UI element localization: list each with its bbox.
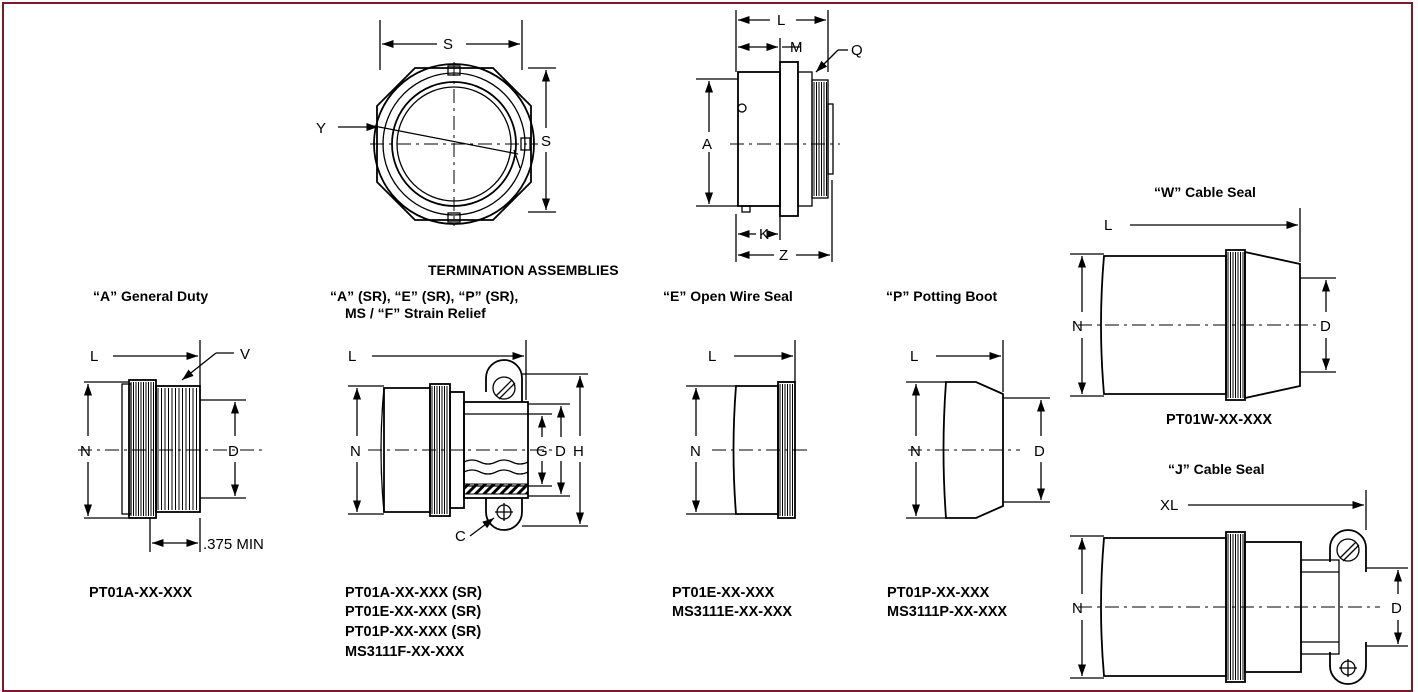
j-title: “J” Cable Seal [1168,461,1265,477]
a-dim-v: V [240,346,250,363]
w-dim-l: L [1104,217,1112,234]
e-part-number-2: MS3111E-XX-XXX [672,604,792,620]
j-dim-n: N [1072,600,1083,617]
p-dim-n: N [910,443,921,460]
side-dim-k: K [759,226,769,243]
a-title: “A” General Duty [93,288,208,304]
sr-dim-c: C [455,528,466,545]
sr-dim-g: G [536,443,548,460]
w-title: “W” Cable Seal [1154,184,1256,200]
p-dim-d: D [1034,443,1045,460]
front-dim-s-h: S [443,36,453,53]
j-cable-seal: “J” Cable Seal XL N D [1070,461,1408,685]
section-title: TERMINATION ASSEMBLIES [428,262,619,278]
sr-dim-d: D [555,443,566,460]
sr-dim-h: H [573,443,584,460]
p-part-number-1: PT01P-XX-XXX [887,585,990,601]
p-potting-boot: “P” Potting Boot L N D PT01P-XX-XXX MS31… [886,288,1050,620]
a-part-number: PT01A-XX-XXX [89,585,192,601]
side-dim-a: A [702,136,712,153]
side-dim-m: M [790,39,803,56]
a-dim-n: N [80,443,91,460]
w-cable-seal: “W” Cable Seal L N D PT01W-XX-XXX [1070,184,1336,428]
side-dim-z: Z [779,247,788,264]
w-dim-n: N [1072,318,1083,335]
e-title: “E” Open Wire Seal [663,288,793,304]
e-dim-n: N [690,443,701,460]
a-general-duty: “A” General Duty L V N D .375 MIN PT01A-… [78,288,264,601]
front-view: S S Y [316,20,556,226]
p-part-number-2: MS3111P-XX-XXX [887,604,1007,620]
sr-part-number-2: PT01E-XX-XXX (SR) [345,604,481,620]
j-dim-xl: XL [1160,497,1178,514]
sr-part-number-3: PT01P-XX-XXX (SR) [345,624,481,640]
side-view: L M Q A K Z [696,10,863,264]
a-dim-l: L [90,348,98,365]
sr-title-1: “A” (SR), “E” (SR), “P” (SR), [330,288,518,304]
w-dim-d: D [1320,318,1331,335]
p-title: “P” Potting Boot [886,288,998,304]
strain-relief: “A” (SR), “E” (SR), “P” (SR), MS / “F” S… [330,288,588,660]
side-dim-q: Q [851,42,863,59]
sr-part-number-1: PT01A-XX-XXX (SR) [345,585,482,601]
side-dim-l: L [777,12,785,29]
e-part-number-1: PT01E-XX-XXX [672,585,775,601]
sr-part-number-4: MS3111F-XX-XXX [345,644,465,660]
front-dim-y: Y [316,120,326,137]
a-dim-375: .375 MIN [203,536,264,553]
p-dim-l: L [910,348,918,365]
sr-dim-n: N [350,443,361,460]
e-dim-l: L [708,348,716,365]
sr-title-2: MS / “F” Strain Relief [345,305,486,321]
sr-dim-l: L [348,348,356,365]
a-dim-d: D [228,443,239,460]
w-part-number: PT01W-XX-XXX [1166,412,1272,428]
e-open-wire-seal: “E” Open Wire Seal L N PT01E-XX-XXX MS31… [663,288,812,620]
front-dim-s-v: S [541,133,551,150]
j-dim-d: D [1391,600,1402,617]
